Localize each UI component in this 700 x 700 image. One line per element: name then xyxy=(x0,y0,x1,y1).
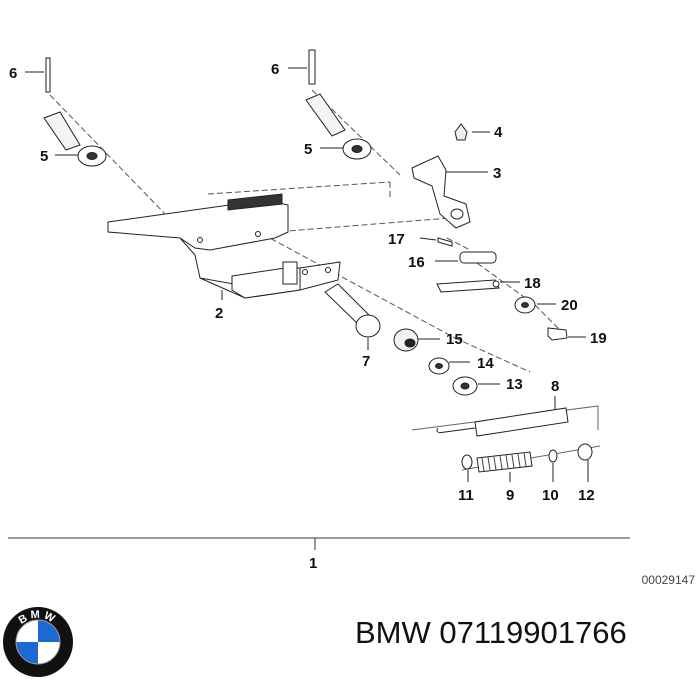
callout-3: 3 xyxy=(493,165,501,182)
callout-5-left: 5 xyxy=(40,148,48,165)
callout-6-left: 6 xyxy=(9,65,17,82)
callout-1: 1 xyxy=(309,555,317,572)
ring-11 xyxy=(461,454,473,470)
callout-5-right: 5 xyxy=(304,141,312,158)
callout-14: 14 xyxy=(477,355,494,372)
svg-text:BMW: BMW xyxy=(16,609,59,627)
sleeve-16 xyxy=(459,251,497,264)
callout-8: 8 xyxy=(551,378,559,395)
callout-20: 20 xyxy=(561,297,578,314)
ring-10 xyxy=(548,449,558,463)
callout-9: 9 xyxy=(506,487,514,504)
callout-11: 11 xyxy=(458,487,474,504)
callout-4: 4 xyxy=(494,124,503,141)
callout-6-right: 6 xyxy=(271,61,279,78)
callout-17: 17 xyxy=(388,231,405,248)
part-number-caption: BMW 07119901766 xyxy=(355,615,627,650)
bmw-roundel-icon: BMW xyxy=(3,607,73,677)
callout-13: 13 xyxy=(506,376,523,393)
spring-9 xyxy=(476,451,533,473)
reference-number: 00029147 xyxy=(642,573,696,587)
lever-bracket-2 xyxy=(107,199,289,251)
spring-8 xyxy=(474,407,569,437)
callout-18: 18 xyxy=(524,275,541,292)
pin-17 xyxy=(437,237,453,247)
callout-15: 15 xyxy=(446,331,463,348)
callout-2: 2 xyxy=(215,305,223,322)
callout-16: 16 xyxy=(408,254,425,271)
callout-19: 19 xyxy=(590,330,607,347)
callout-7: 7 xyxy=(362,353,370,370)
bushing-12 xyxy=(577,443,593,461)
pin-6-left xyxy=(45,57,51,93)
clip-19 xyxy=(547,327,568,341)
pin-6-right xyxy=(308,49,316,85)
bolt-4 xyxy=(454,123,468,141)
callout-10: 10 xyxy=(542,487,559,504)
link-18 xyxy=(436,279,500,293)
callout-12: 12 xyxy=(578,487,595,504)
